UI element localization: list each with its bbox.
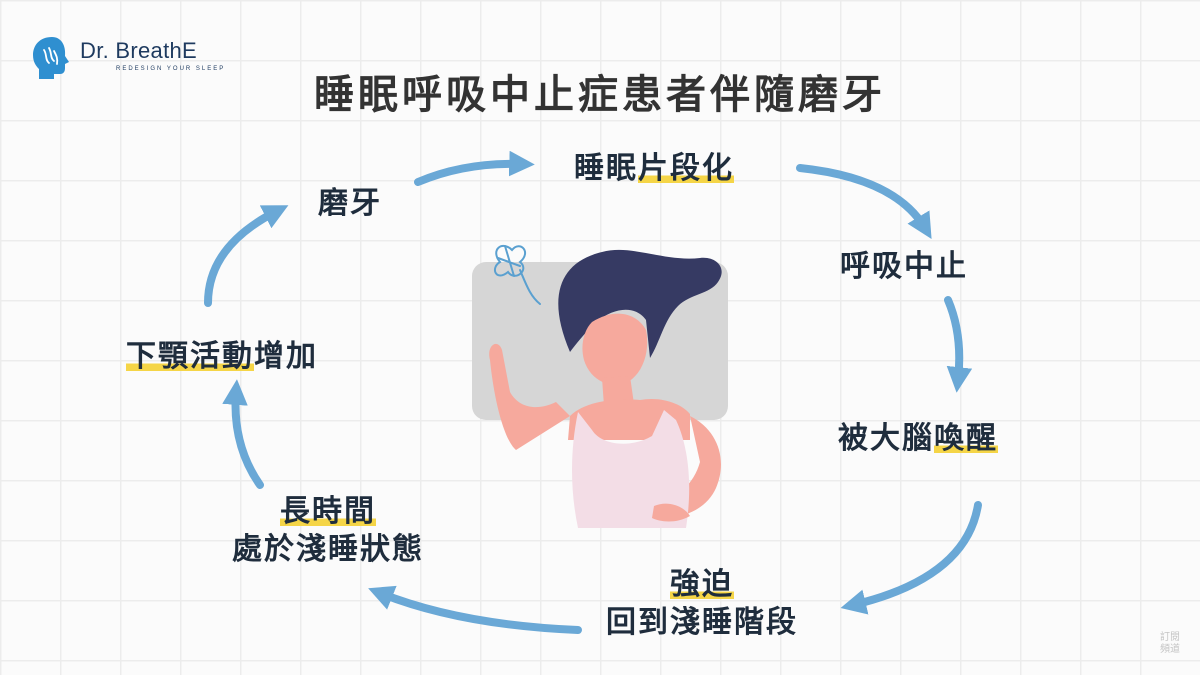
arrow-awakened-to-forced xyxy=(840,501,982,615)
brand-name: Dr. BreathE xyxy=(80,38,198,63)
raised-arm xyxy=(489,343,570,450)
node-forced-light-sleep: 強迫 回到淺睡階段 xyxy=(582,566,822,642)
face xyxy=(582,313,648,385)
watermark-line1: 訂閱 xyxy=(1160,632,1180,643)
node-sleep-fragmentation-highlight: 片段化 xyxy=(638,151,734,186)
lower-arm xyxy=(652,416,721,520)
node-forced-light-sleep-line2: 回到淺睡階段 xyxy=(606,605,798,640)
node-prolonged-light-sleep-line1: 長時間 xyxy=(280,494,376,529)
node-apnea-label: 呼吸中止 xyxy=(840,249,968,284)
node-brain-awakening-plain: 被大腦 xyxy=(838,421,934,456)
arrow-fragmented-to-apnea xyxy=(796,164,932,239)
hand xyxy=(652,503,690,522)
node-jaw-activity-plain: 增加 xyxy=(254,339,318,374)
neck xyxy=(602,376,634,406)
brand-logo: Dr. BreathE REDESIGN YOUR SLEEP xyxy=(30,34,223,84)
node-teeth-grinding-label: 磨牙 xyxy=(318,186,382,221)
arrow-jaw-to-grinding xyxy=(204,205,289,307)
head-lungs-icon xyxy=(33,37,69,79)
node-brain-awakening: 被大腦喚醒 xyxy=(838,420,998,458)
node-teeth-grinding: 磨牙 xyxy=(318,185,382,223)
brand-tagline: REDESIGN YOUR SLEEP xyxy=(116,66,226,72)
arrow-forced-to-prolonged xyxy=(368,585,582,634)
node-jaw-activity: 下顎活動增加 xyxy=(126,338,318,376)
arrow-grinding-to-fragmented xyxy=(414,150,535,186)
node-prolonged-light-sleep: 長時間 處於淺睡狀態 xyxy=(208,493,448,569)
node-sleep-fragmentation: 睡眠片段化 xyxy=(574,150,734,188)
hair xyxy=(558,249,722,358)
watermark-line2: 頻道 xyxy=(1160,644,1180,655)
node-sleep-fragmentation-plain: 睡眠 xyxy=(574,151,638,186)
tank-top xyxy=(572,410,690,528)
node-forced-light-sleep-line1: 強迫 xyxy=(670,567,734,602)
node-prolonged-light-sleep-line2: 處於淺睡狀態 xyxy=(232,532,424,567)
node-apnea: 呼吸中止 xyxy=(840,248,968,286)
subscribe-watermark[interactable]: 訂閱 頻道 xyxy=(1160,632,1190,656)
node-brain-awakening-highlight: 喚醒 xyxy=(934,421,998,456)
page-title: 睡眠呼吸中止症患者伴隨磨牙 xyxy=(314,72,886,118)
node-jaw-activity-highlight: 下顎活動 xyxy=(126,339,254,374)
restless-squiggle-icon xyxy=(493,244,541,305)
arrow-apnea-to-awakened xyxy=(944,296,973,393)
arrow-prolonged-to-jaw xyxy=(222,379,264,489)
